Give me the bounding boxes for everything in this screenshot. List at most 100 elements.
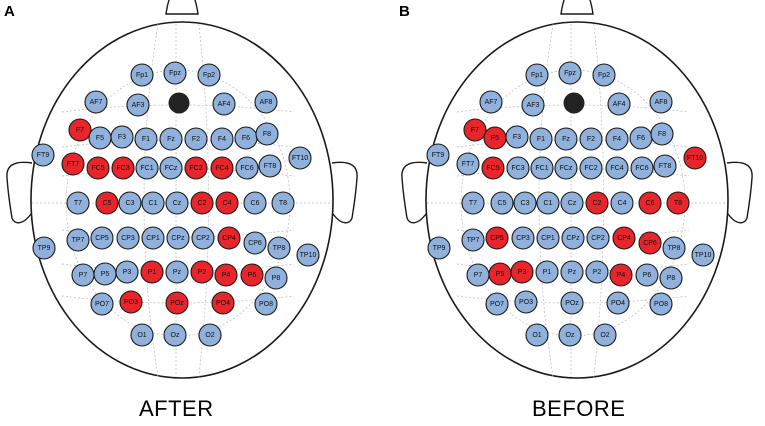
electrode-label: CP5 [490, 235, 504, 242]
electrode-t8: T8 [666, 191, 690, 215]
electrode-ft8: FT8 [258, 154, 282, 178]
electrode-fz: Fz [554, 127, 578, 151]
electrode-label: F5 [96, 135, 104, 142]
panel-b-caption: BEFORE [532, 396, 626, 421]
electrode-marker [485, 226, 509, 250]
electrode-fp1: Fp1 [130, 63, 154, 87]
electrode-cz: Cz [560, 191, 584, 215]
electrode-marker [141, 191, 165, 215]
electrode-marker [525, 323, 549, 347]
electrode-o1: O1 [130, 323, 154, 347]
electrode-marker [653, 154, 677, 178]
electrode-p6: P6 [240, 263, 264, 287]
electrode-label: FT8 [659, 163, 672, 170]
electrode-marker [190, 260, 214, 284]
electrode-marker [513, 191, 537, 215]
electrode-marker [463, 118, 487, 142]
electrode-tp7: TP7 [461, 228, 485, 252]
electrode-marker [593, 323, 617, 347]
electrode-label: AF4 [613, 101, 626, 108]
electrode-marker [607, 92, 631, 116]
electrode-tp9: TP9 [427, 236, 451, 260]
electrode-af3: AF3 [521, 93, 545, 117]
electrode-o2: O2 [593, 323, 617, 347]
electrode-af4: AF4 [212, 92, 236, 116]
electrode-ft7: FT7 [61, 152, 85, 176]
electrode-marker [126, 93, 150, 117]
electrode-f5: F5 [483, 126, 507, 150]
electrode-label: FC4 [610, 165, 623, 172]
electrode-marker [210, 156, 234, 180]
electrode-label: CP5 [95, 235, 109, 242]
electrode-label: Pz [568, 269, 577, 276]
electrode-marker [271, 191, 295, 215]
electrode-label: PO3 [124, 299, 138, 306]
electrode-label: C4 [618, 200, 627, 207]
electrode-label: Fp2 [598, 72, 610, 79]
electrode-po7: PO7 [90, 292, 114, 316]
electrode-label: PO3 [519, 299, 533, 306]
electrode-t8: T8 [271, 191, 295, 215]
electrode-label: F5 [491, 135, 499, 142]
electrode-label: CP4 [222, 235, 236, 242]
electrode-p7: P7 [71, 263, 95, 287]
electrode-fc4: FC4 [210, 156, 234, 180]
electrode-label: Fpz [169, 70, 181, 77]
electrode-label: F4 [218, 136, 226, 143]
electrode-fc1: FC1 [135, 156, 159, 180]
electrode-label: Fp1 [136, 72, 148, 79]
electrode-marker [254, 90, 278, 114]
electrode-f8: F8 [650, 122, 674, 146]
electrode-label: FC5 [91, 165, 104, 172]
electrode-tp7: TP7 [66, 228, 90, 252]
electrode-marker [264, 266, 288, 290]
electrode-label: T7 [74, 200, 82, 207]
electrode-c2: C2 [190, 191, 214, 215]
electrode-marker [255, 122, 279, 146]
electrode-marker [635, 263, 659, 287]
electrode-cp2: CP2 [586, 226, 610, 250]
electrode-marker [612, 226, 636, 250]
electrode-label: FT7 [67, 161, 80, 168]
electrode-marker [683, 146, 707, 170]
panel-a-letter: A [4, 3, 15, 20]
electrode-label: F8 [263, 131, 271, 138]
electrode-marker [511, 226, 535, 250]
electrode-marker [90, 292, 114, 316]
electrode-f7: F7 [68, 118, 92, 142]
electrode-f4: F4 [210, 127, 234, 151]
electrode-f7: F7 [463, 118, 487, 142]
electrode-c6: C6 [243, 191, 267, 215]
electrode-label: F3 [118, 134, 126, 141]
electrode-label: POz [170, 300, 184, 307]
electrode-fp2: Fp2 [197, 63, 221, 87]
electrode-marker [288, 146, 312, 170]
electrode-marker [243, 191, 267, 215]
electrode-marker [560, 191, 584, 215]
electrode-label: P8 [272, 275, 281, 282]
electrode-label: TP10 [695, 252, 712, 259]
electrode-label: TP8 [668, 245, 681, 252]
electrode-marker [217, 226, 241, 250]
electrode-marker [561, 226, 585, 250]
electrode-ft9: FT9 [31, 143, 55, 167]
electrode-fc5: FC5 [481, 156, 505, 180]
electrode-marker [215, 191, 239, 215]
electrode-marker [427, 236, 451, 260]
electrode-marker [659, 266, 683, 290]
electrode-label: TP8 [273, 245, 286, 252]
electrode-label: Fpz [564, 70, 576, 77]
electrode-marker [163, 323, 187, 347]
electrode-af8: AF8 [254, 90, 278, 114]
electrode-label: C2 [198, 200, 207, 207]
electrode-marker [490, 191, 514, 215]
electrode-label: P1 [543, 269, 552, 276]
electrode-label: C6 [251, 200, 260, 207]
electrode-marker [605, 127, 629, 151]
electrode-marker [506, 156, 530, 180]
electrode-label: Fp1 [531, 72, 543, 79]
nose [560, 0, 594, 15]
electrode-tp8: TP8 [662, 236, 686, 260]
electrode-p6: P6 [635, 263, 659, 287]
electrode-label: C6 [646, 200, 655, 207]
